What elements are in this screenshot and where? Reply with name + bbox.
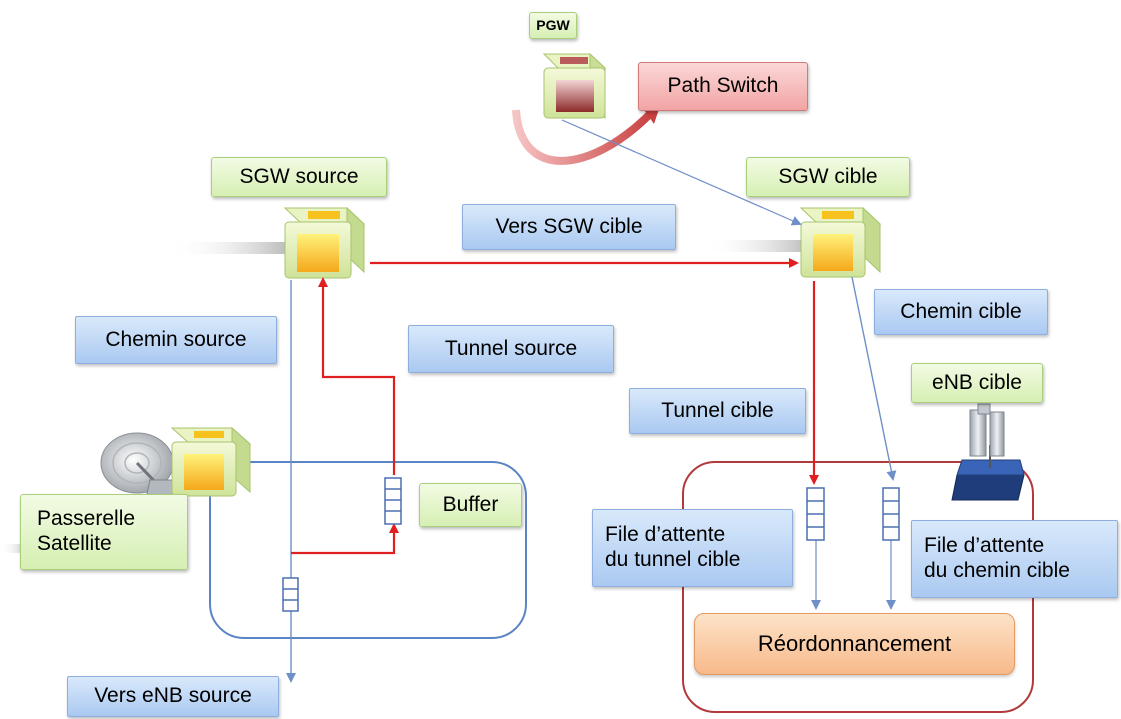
enb-cible-label: eNB cible	[911, 363, 1043, 403]
satellite-dish-icon	[100, 432, 181, 499]
tunnel-source-arrow	[318, 277, 396, 475]
path-switch-label: Path Switch	[638, 62, 808, 111]
sgw-source-label: SGW source	[211, 157, 387, 197]
enb-antenna-icon	[951, 403, 1025, 501]
file-tunnel-line2: du tunnel cible	[605, 548, 741, 571]
file-tunnel-line1: File d’attente	[605, 523, 726, 547]
source-zone-outline	[209, 461, 527, 639]
passerelle-shadow	[0, 544, 30, 553]
file-chemin-line1: File d’attente	[924, 534, 1045, 558]
vers-sgw-cible-label: Vers SGW cible	[462, 204, 676, 250]
pgw-label: PGW	[529, 12, 577, 39]
tunnel-source-label: Tunnel source	[408, 325, 614, 373]
passerelle-satellite-label: Passerelle Satellite	[20, 494, 188, 570]
tunnel-cible-queue	[806, 487, 825, 541]
chemin-cible-label: Chemin cible	[874, 289, 1048, 335]
vers-enb-source-label: Vers eNB source	[67, 676, 279, 717]
chemin-source-label: Chemin source	[75, 316, 277, 364]
sgw-cible-label: SGW cible	[746, 157, 910, 197]
passerelle-cube	[170, 426, 252, 497]
passerelle-line1: Passerelle	[37, 507, 136, 531]
file-tunnel-cible-label: File d’attente du tunnel cible	[592, 509, 793, 587]
file-chemin-line2: du chemin cible	[924, 559, 1070, 582]
tunnel-cible-label: Tunnel cible	[629, 388, 806, 434]
passerelle-line2: Satellite	[37, 532, 112, 555]
file-chemin-cible-label: File d’attente du chemin cible	[911, 520, 1118, 598]
sgw-cible-cube	[799, 206, 882, 278]
buffer-label: Buffer	[419, 483, 522, 527]
pgw-cube	[542, 52, 607, 120]
sgw-source-cube	[283, 206, 366, 279]
sgw-source-shadow	[170, 242, 290, 254]
buffer-input-arrow	[291, 523, 399, 555]
source-queue	[282, 577, 299, 612]
chemin-cible-arrow	[851, 276, 897, 481]
buffer-queue	[384, 477, 402, 525]
pgw-to-sgw-cible-arrow	[561, 119, 802, 226]
chemin-cible-queue	[882, 487, 900, 541]
sgw-cible-shadow	[705, 240, 810, 252]
reordonnancement-box: Réordonnancement	[694, 613, 1015, 675]
